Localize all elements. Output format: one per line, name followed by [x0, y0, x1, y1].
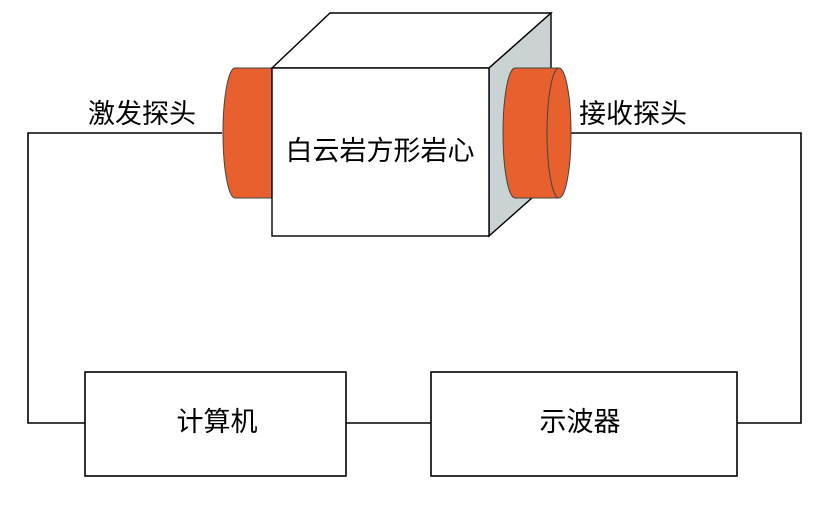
- computer-label: 计算机: [177, 407, 258, 438]
- receive-probe-body: [502, 67, 560, 199]
- transmit-probe-label: 激发探头: [88, 99, 196, 130]
- rock-core-cube: [270, 11, 553, 238]
- receive-probe-label: 接收探头: [579, 99, 687, 130]
- wire-receive-to-oscilloscope: [571, 132, 802, 424]
- oscilloscope-label: 示波器: [540, 407, 621, 438]
- receive-probe: [502, 67, 572, 199]
- transmit-probe: [222, 67, 273, 199]
- oscilloscope-box: [430, 371, 738, 477]
- receive-probe-face: [546, 67, 572, 199]
- wire-transmit-to-computer: [27, 132, 222, 424]
- computer-box: [84, 371, 347, 477]
- rock-core-label: 白云岩方形岩心: [286, 136, 475, 167]
- transmit-probe-body: [222, 67, 273, 199]
- wiring: [27, 132, 802, 424]
- cube-front-face: [271, 67, 490, 237]
